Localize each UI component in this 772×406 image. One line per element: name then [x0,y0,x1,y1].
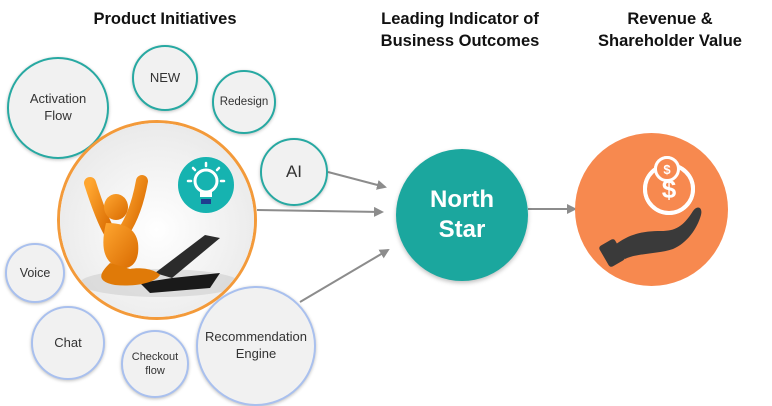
bubble-checkout-line1: Checkout [131,350,179,363]
bubble-recommendation-line2: Engine [235,346,277,361]
heading-revenue: Revenue & Shareholder Value [585,8,755,52]
cheering-person-illustration [60,123,254,317]
heading-leading-indicator: Leading Indicator of Business Outcomes [360,8,560,52]
arrow-ai-to-northstar [327,171,387,190]
heading-leading-line1: Leading Indicator of [381,10,539,28]
bubble-activation-line1: Activation [29,91,87,107]
heading-leading-line2: Business Outcomes [380,32,540,50]
lightbulb-icon [178,157,234,213]
bubble-new-label: NEW [149,69,181,85]
bubble-new: NEW [132,45,198,111]
north-star-line1: North [430,186,494,213]
product-initiatives-illustration [57,120,257,320]
bubble-voice: Voice [5,243,65,303]
bubble-recommendation-engine: Recommendation Engine [196,286,316,406]
north-star-line2: Star [438,216,486,243]
hand-holding-coins-icon [599,156,702,267]
bubble-chat: Chat [31,306,105,380]
arrow-main-to-northstar [256,206,384,217]
person-figure [84,175,160,286]
heading-revenue-line2: Shareholder Value [598,32,742,50]
bubble-ai: AI [260,138,328,206]
bubble-activation-flow: Activation Flow [7,57,109,159]
bubble-ai-label: AI [285,161,303,181]
bubble-recommendation-line1: Recommendation [205,329,307,345]
bubble-checkout-flow: Checkout flow [121,330,189,398]
bubble-voice-label: Voice [19,265,51,280]
bubble-chat-label: Chat [54,334,82,350]
bubble-checkout-line2: flow [145,365,165,377]
heading-product-initiatives: Product Initiatives [93,10,237,28]
bubble-activation-line2: Flow [44,108,72,123]
heading-revenue-line1: Revenue & [627,10,713,28]
bubble-redesign-label: Redesign [219,95,269,108]
bubble-redesign: Redesign [212,70,276,134]
arrow-recommendation-to-northstar [299,248,390,303]
dollar-coin-small: $ [654,156,680,182]
laptop-icon [140,235,220,293]
north-star-circle: North Star [396,149,528,281]
revenue-circle: $ $ [575,133,728,286]
